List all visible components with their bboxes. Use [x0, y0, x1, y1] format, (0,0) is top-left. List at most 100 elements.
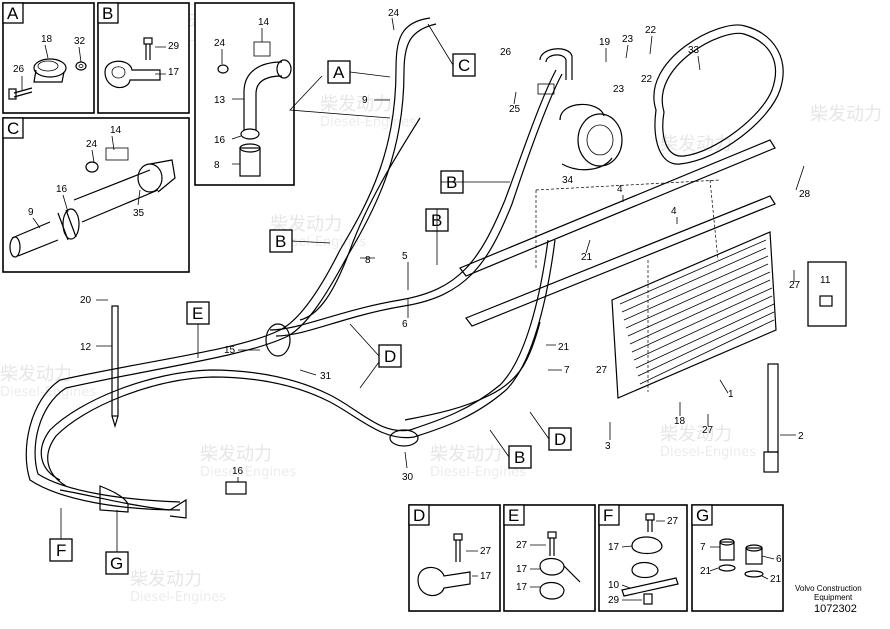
panel-a-label-26: 26: [13, 64, 25, 75]
detail-panel-f: F 27 17 10 29: [598, 504, 688, 612]
label-33: 33: [688, 45, 700, 56]
footer-line-1: Volvo Construction: [795, 584, 862, 593]
watermark-brand: 柴发动力: [200, 444, 272, 465]
label-3: 3: [605, 441, 611, 452]
hose-end-icon: [9, 147, 176, 258]
panel-g-label-21-b: 21: [770, 574, 782, 585]
footer-number: 1072302: [814, 603, 857, 615]
bolt-icon: [8, 87, 33, 100]
p-clip-icon: [417, 533, 471, 597]
callout-d-2: D: [554, 430, 566, 449]
fitting-label-16: 16: [214, 135, 226, 146]
condenser-core: [611, 231, 847, 473]
label-24-top: 24: [388, 8, 400, 19]
panel-e-label-17-b: 17: [516, 582, 528, 593]
main-labels: 24 9 26 25 19 23 22 33 23 22 34 28 4 4 8…: [80, 8, 831, 483]
label-5: 5: [402, 251, 408, 262]
label-4-b: 4: [671, 206, 677, 217]
fitting-label-13: 13: [214, 95, 226, 106]
label-26: 26: [500, 47, 512, 58]
fitting-label-8: 8: [214, 160, 220, 171]
label-8: 8: [365, 255, 371, 266]
label-21-a: 21: [581, 252, 593, 263]
panel-g-label-7: 7: [700, 542, 706, 553]
watermark-sub: Diesel-Engines: [200, 465, 296, 480]
detail-panel-g: G 7 6 21 21: [691, 504, 784, 612]
footer-line-2: Equipment: [814, 593, 853, 602]
panel-a-letter-box: [2, 2, 24, 24]
condenser-brackets: [459, 139, 776, 392]
callout-d-1: D: [384, 347, 396, 366]
panel-f-letter: F: [603, 506, 613, 525]
panel-c-label-16: 16: [56, 184, 68, 195]
mount-rod: [111, 305, 247, 495]
label-7: 7: [564, 365, 570, 376]
watermark-brand: 柴发动力: [430, 444, 502, 465]
watermark-sub: Diesel-Engines: [320, 115, 416, 130]
watermark-sub: Diesel-Engines: [130, 590, 226, 605]
panel-f-label-29: 29: [608, 595, 620, 606]
panel-a-letter: A: [7, 4, 19, 23]
callouts: A C B B B B E D D F G: [49, 23, 572, 575]
fitting-label-14: 14: [258, 17, 270, 28]
panel-e-label-27: 27: [516, 540, 528, 551]
panel-d-label-27: 27: [480, 546, 492, 557]
panel-c-label-24: 24: [86, 139, 98, 150]
bolt-icon: [143, 37, 153, 60]
pressure-switch-icon: [819, 295, 833, 307]
callout-b-3: B: [275, 232, 286, 251]
panel-f-label-27: 27: [667, 516, 679, 527]
watermark-brand: 柴发动力: [130, 569, 202, 590]
callout-a: A: [333, 63, 345, 82]
panel-a-label-18: 18: [41, 34, 53, 45]
fitting-label-24: 24: [214, 38, 226, 49]
detail-panel-c: C 14 24 16 9 35: [2, 117, 190, 273]
label-28: 28: [799, 189, 811, 200]
panel-c-label-14: 14: [110, 125, 122, 136]
watermark-brand: 柴发动力: [660, 424, 732, 445]
detail-panel-sensor: [807, 261, 847, 327]
label-27-a: 27: [789, 280, 801, 291]
label-20: 20: [80, 295, 92, 306]
grommet-icon: [718, 538, 764, 578]
panel-d-letter: D: [413, 506, 425, 525]
callout-b-4: B: [514, 448, 525, 467]
label-11: 11: [820, 275, 831, 286]
panel-d-label-17: 17: [480, 571, 492, 582]
label-6: 6: [402, 319, 408, 330]
label-27-c: 27: [702, 425, 714, 436]
label-22-b: 22: [641, 74, 653, 85]
detail-panel-fitting: 14 24 13 16 8: [194, 2, 295, 186]
watermark-brand: 柴发动力: [320, 94, 392, 115]
panel-e-label-17-a: 17: [516, 564, 528, 575]
callout-f: F: [56, 541, 66, 560]
panel-g-letter: G: [696, 506, 709, 525]
p-clip-icon: [33, 58, 67, 83]
detail-panel-b: B 29 17: [97, 2, 190, 114]
label-4-a: 4: [617, 184, 623, 195]
callout-e: E: [192, 304, 203, 323]
callout-c: C: [458, 56, 470, 75]
label-34: 34: [562, 175, 574, 186]
watermark: 柴发动力 Diesel-Engines 柴发动力 Diesel-Engines …: [0, 12, 882, 605]
drive-belt-icon: [653, 24, 784, 165]
label-31: 31: [320, 371, 332, 382]
panel-c-label-35: 35: [133, 208, 145, 219]
detail-panel-e: E 27 17 17: [503, 504, 596, 612]
double-clip-icon: [539, 531, 581, 600]
watermark-brand: 柴发动力: [810, 104, 882, 125]
panel-e-letter: E: [508, 506, 519, 525]
label-27-b: 27: [596, 365, 608, 376]
callout-g: G: [110, 554, 123, 573]
panel-c-letter-box: [2, 117, 24, 139]
watermark-sub: Diesel-Engines: [0, 385, 96, 400]
label-19: 19: [599, 37, 611, 48]
callout-b-1: B: [446, 173, 457, 192]
receiver-drier-icon: [767, 363, 779, 453]
panel-g-label-21-a: 21: [700, 566, 712, 577]
label-23-b: 23: [613, 84, 625, 95]
clip-bracket-icon: [621, 513, 679, 605]
panel-f-label-17: 17: [608, 542, 620, 553]
label-15: 15: [224, 345, 236, 356]
